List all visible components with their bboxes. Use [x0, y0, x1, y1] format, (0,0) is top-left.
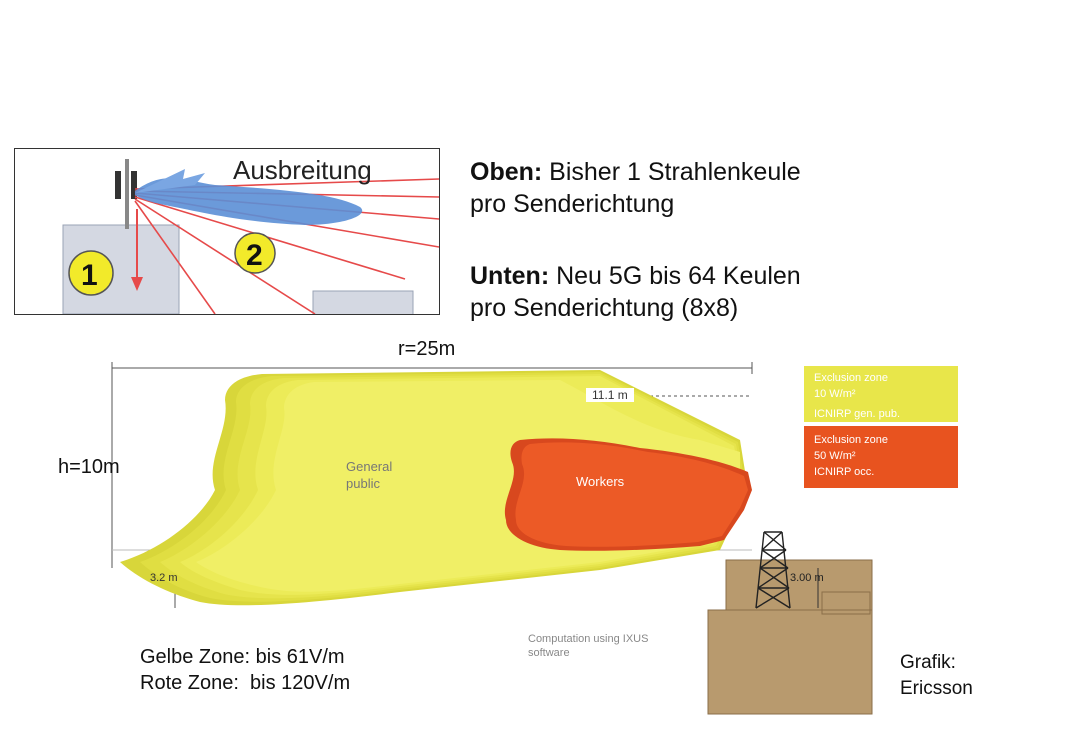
legend-yellow-line: 10 W/m² [814, 388, 856, 400]
description-top-bold: Oben: [470, 158, 543, 186]
height-label: h=10m [58, 456, 120, 478]
legend-red: Exclusion zone 50 W/m² ICNIRP occ. [804, 426, 958, 488]
antenna-panel [131, 171, 137, 199]
building-right [312, 290, 414, 314]
radius-label: r=25m [398, 338, 456, 360]
workers-label: Workers [576, 474, 625, 489]
legend-red-line: ICNIRP occ. [814, 466, 875, 478]
red-zone-note: Rote Zone: bis 120V/m [140, 672, 351, 694]
description-bottom: Unten: Neu 5G bis 64 Keulen pro Senderic… [470, 260, 801, 324]
propagation-illustration: 1 2 [62, 159, 439, 314]
credit-line2: Ericsson [900, 678, 973, 699]
red-zone [504, 438, 752, 551]
legend-yellow: Exclusion zone 10 W/m² ICNIRP gen. pub. [804, 366, 958, 422]
legend-yellow-line: Exclusion zone [814, 372, 888, 384]
description-top-line2: pro Senderichtung [470, 190, 675, 218]
side-lobes [135, 169, 205, 193]
building [707, 531, 873, 715]
antenna-mast [125, 159, 129, 229]
red-zone-inner [515, 442, 748, 547]
legend-yellow-line: ICNIRP gen. pub. [814, 408, 901, 420]
arrow-head [131, 277, 143, 291]
propagation-inset: 1 2 Ausbreitung [14, 148, 440, 315]
building-lower [707, 609, 873, 715]
badge-1-label: 1 [81, 259, 98, 292]
main-beam [135, 178, 363, 225]
description-bottom-line1: Unten: Neu 5G bis 64 Keulen [470, 260, 801, 292]
description-top: Oben: Bisher 1 Strahlenkeule pro Senderi… [470, 156, 801, 220]
exposure-zones-graphic [111, 362, 873, 715]
zone-notes: Gelbe Zone: bis 61V/m Rote Zone: bis 120… [140, 644, 350, 696]
building-window [821, 591, 871, 615]
description-bottom-rest: Neu 5G bis 64 Keulen [549, 262, 801, 290]
badge-2 [234, 232, 276, 274]
credit-line1: Grafik: [900, 652, 956, 673]
lattice-mast [755, 531, 791, 609]
credit: Grafik: Ericsson [900, 650, 973, 702]
inset-title: Ausbreitung [233, 155, 372, 185]
computation-note: Computation using IXUS software [528, 633, 649, 659]
depth-label: 3.2 m [150, 572, 178, 584]
exposure-diagram: r=25m h=10m 11.1 m General public Worker… [0, 338, 1070, 740]
description-top-rest: Bisher 1 Strahlenkeule [542, 158, 801, 186]
yellow-zone-note: Gelbe Zone: bis 61V/m [140, 646, 345, 668]
legend-red-line: 50 W/m² [814, 450, 856, 462]
antenna-panel [115, 171, 121, 199]
badge-2-label: 2 [246, 239, 263, 272]
mast-height-label: 3.00 m [790, 572, 824, 584]
legend-red-line: Exclusion zone [814, 434, 888, 446]
general-public-label: General public [346, 459, 393, 491]
badge-1 [68, 250, 114, 296]
distance-label: 11.1 m [586, 388, 634, 402]
description-bottom-line2: pro Senderichtung (8x8) [470, 294, 739, 322]
description-top-line1: Oben: Bisher 1 Strahlenkeule [470, 156, 801, 188]
description-bottom-bold: Unten: [470, 262, 550, 290]
